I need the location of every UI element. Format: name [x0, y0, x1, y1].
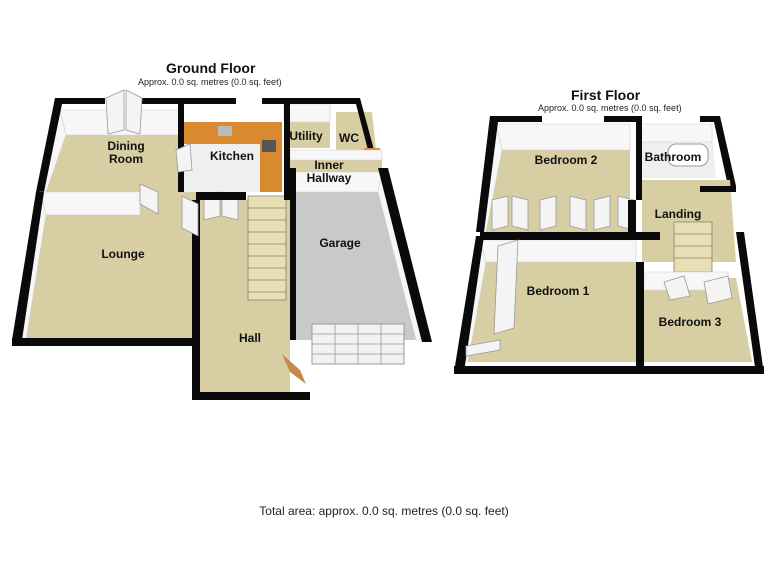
- room-label-lounge: Lounge: [101, 247, 145, 261]
- front-door-icon: [282, 354, 306, 384]
- bedroom-3-area: [636, 232, 764, 374]
- room-label-garage: Garage: [319, 236, 361, 250]
- total-area-text: Total area: approx. 0.0 sq. metres (0.0 …: [259, 504, 509, 518]
- room-label-dining-room: Dining Room: [107, 139, 145, 166]
- room-label-wc: WC: [339, 131, 359, 145]
- room-label-bedroom-2: Bedroom 2: [534, 153, 598, 167]
- ground-floor-area: Approx. 0.0 sq. metres (0.0 sq. feet): [138, 77, 282, 87]
- bedroom-3-cupboard-icon: [663, 275, 733, 305]
- room-label-inner-hallway: Inner Hallway: [306, 158, 352, 185]
- room-label-bedroom-3: Bedroom 3: [658, 315, 722, 329]
- room-label-landing: Landing: [654, 207, 702, 221]
- room-label-bathroom: Bathroom: [644, 150, 702, 164]
- hall-area: [192, 195, 310, 400]
- built-in-wardrobe-icon: [465, 239, 519, 357]
- first-floor-area: Approx. 0.0 sq. metres (0.0 sq. feet): [538, 103, 682, 113]
- room-label-bedroom-1: Bedroom 1: [526, 284, 590, 298]
- landing-staircase-icon: [673, 221, 713, 273]
- landing-area: [642, 180, 736, 273]
- kitchen-area: [178, 98, 290, 192]
- room-label-kitchen: Kitchen: [209, 149, 254, 163]
- bathroom-area: [636, 116, 736, 200]
- room-label-utility: Utility: [289, 129, 323, 143]
- lounge-area: [12, 191, 200, 346]
- bedroom-2-area: [476, 116, 636, 233]
- ground-floor-title: Ground Floor: [166, 60, 256, 76]
- garage-area: [288, 168, 432, 365]
- staircase-icon: [247, 195, 287, 301]
- dining-room-area: [36, 98, 182, 193]
- bedroom-1-area: [454, 232, 660, 374]
- room-label-hall: Hall: [238, 331, 261, 345]
- first-floor-title: First Floor: [571, 87, 641, 103]
- wardrobe-doors-icon: [491, 195, 635, 231]
- bathtub-icon: [667, 143, 709, 167]
- garage-door-icon: [311, 323, 405, 365]
